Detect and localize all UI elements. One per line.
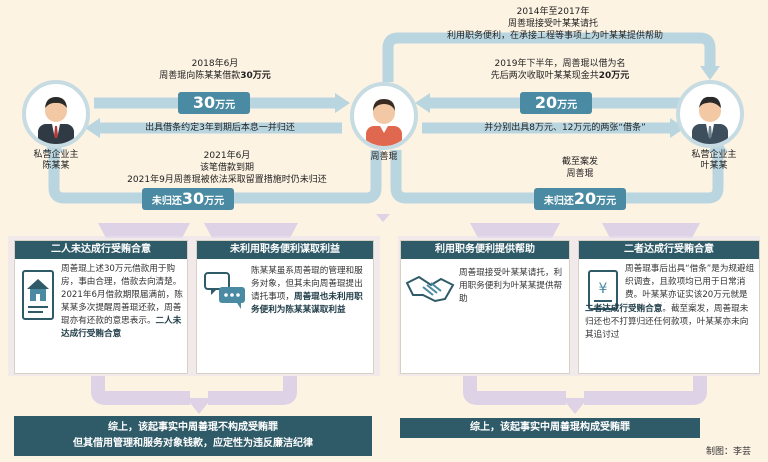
due-caption: 2021年6月 该笔借款到期 2021年9月周善琨被依法采取留置措施时仍未归还 — [92, 150, 362, 186]
cash-amount-badge: 20万元 — [520, 92, 592, 114]
handshake-icon — [405, 275, 455, 303]
top-caption-line1: 2014年至2017年 — [516, 7, 590, 17]
person-chen-name: 陈某某 — [42, 161, 70, 171]
ious-caption: 并分别出具8万元、12万元的两张“借条” — [484, 123, 646, 133]
businessman-icon — [692, 96, 728, 144]
loan-amount-unit: 万元 — [215, 100, 236, 111]
official-icon — [366, 99, 402, 146]
asof-line1: 截至案发 — [561, 157, 598, 167]
house-document-icon — [22, 270, 54, 320]
panel-body: 陈某某虽系周善琨的管理和服务对象，但其未向周善琨提出请托事项，周善琨也未利用职务… — [251, 266, 363, 315]
conclusion-left-line2: 但其借用管理和服务对象钱款，应定性为违反廉洁纪律 — [73, 438, 313, 449]
conclusion-left-line1: 综上，该起事实中周善琨不构成受贿罪 — [108, 422, 278, 433]
loan-date: 2018年6月 — [191, 59, 239, 69]
panel-title: 二者达成行受贿合意 — [579, 241, 759, 259]
loan-amount-badge: 30万元 — [178, 92, 250, 114]
cash-line2: 先后两次收取叶某某现金共20万元 — [490, 71, 630, 81]
panel-help-provided: 利用职务便利提供帮助 周善琨接受叶某某请托，利用职务便利为叶某某提供帮助 — [400, 240, 570, 374]
avatar-chen — [22, 80, 90, 148]
left-unreturned-prefix: 未归还 — [151, 196, 182, 207]
person-label-ye: 私营企业主 叶某某 — [668, 150, 760, 172]
panel-body-bottom: 二者达成行受贿合意。截至案发，周善琨未归还也不打算归还任何款项，叶某某亦未向其追… — [585, 304, 749, 340]
right-unreturned-number: 20 — [573, 189, 597, 208]
person-ye-name: 叶某某 — [700, 161, 728, 171]
panel-body-top: 周善琨事后出具“借条”是为规避组织调查，且款项均已用于日常消费。叶某某亦证实该2… — [625, 264, 755, 300]
person-zhou-name: 周善琨 — [370, 152, 398, 162]
panel-body — [585, 263, 755, 276]
right-unreturned-prefix: 未归还 — [543, 196, 574, 207]
panel-bribery-consensus: 二者达成行受贿合意 ¥ 周善琨事后出具“借条”是为规避组织调查，且款项均已用于日… — [578, 240, 760, 374]
left-unreturned-number: 30 — [181, 189, 205, 208]
cash-line1: 2019年下半年，周善琨以借为名 — [494, 59, 626, 69]
cash-amount-number: 20 — [534, 93, 558, 112]
conclusion-left: 综上，该起事实中周善琨不构成受贿罪 但其借用管理和服务对象钱款，应定性为违反廉洁… — [14, 416, 372, 456]
panel-title: 二人未达成行受贿合意 — [15, 241, 187, 259]
businessman-icon — [38, 97, 74, 144]
cash-caption: 2019年下半年，周善琨以借为名 先后两次收取叶某某现金共20万元 — [470, 58, 650, 82]
cash-receipt-icon: ¥ — [588, 270, 618, 310]
right-unreturned-badge: 未归还20万元 — [534, 188, 626, 210]
panel-title: 利用职务便利提供帮助 — [401, 241, 569, 259]
avatar-ye — [676, 80, 744, 148]
avatar-zhou — [350, 82, 418, 150]
person-label-chen: 私营企业主 陈某某 — [10, 150, 102, 172]
due-line1: 2021年6月 — [203, 151, 251, 161]
due-line3: 2021年9月周善琨被依法采取留置措施时仍未归还 — [127, 175, 327, 185]
asof-caption: 截至案发 周善琨 — [520, 156, 640, 180]
due-line2: 该笔借款到期 — [199, 163, 254, 173]
panel-no-bribery-consensus: 二人未达成行受贿合意 周善琨上述30万元借款用于购房，事由合理，借款去向清楚。2… — [14, 240, 188, 374]
panel-no-benefit: 未利用职务便利谋取利益 陈某某虽系周善琨的管理和服务对象，但其未向周善琨提出请托… — [196, 240, 374, 374]
left-unreturned-badge: 未归还30万元 — [142, 188, 234, 210]
right-unreturned-unit: 万元 — [596, 196, 617, 207]
loan-desc: 周善琨向陈某某借款30万元 — [159, 71, 271, 81]
person-ye-role: 私营企业主 — [691, 150, 737, 160]
top-caption: 2014年至2017年 周善琨接受叶某某请托 — [398, 6, 708, 30]
loan-amount-number: 30 — [192, 93, 216, 112]
top-caption-line2: 周善琨接受叶某某请托 — [507, 19, 598, 29]
loan-caption: 2018年6月 周善琨向陈某某借款30万元 — [130, 58, 300, 82]
svg-text:¥: ¥ — [599, 281, 608, 297]
person-chen-role: 私营企业主 — [33, 150, 79, 160]
asof-line2: 周善琨 — [566, 169, 594, 179]
panel-body: 周善琨接受叶某某请托，利用职务便利为叶某某提供帮助 — [459, 268, 563, 304]
chat-bubbles-icon — [204, 272, 245, 309]
receipt-caption: 出具借条约定3年到期后本息一并归还 — [145, 123, 295, 133]
conclusion-right: 综上，该起事实中周善琨构成受贿罪 — [400, 418, 700, 438]
left-unreturned-unit: 万元 — [204, 196, 225, 207]
panel-body: 周善琨上述30万元借款用于购房，事由合理，借款去向清楚。2021年6月借款期限届… — [61, 264, 183, 339]
panel-title: 未利用职务便利谋取利益 — [197, 241, 373, 259]
credit: 制图：李芸 — [706, 447, 752, 457]
top-caption-line3: 利用职务便利，在承接工程等事项上为叶某某提供帮助 — [446, 31, 663, 41]
cash-amount-unit: 万元 — [557, 100, 578, 111]
